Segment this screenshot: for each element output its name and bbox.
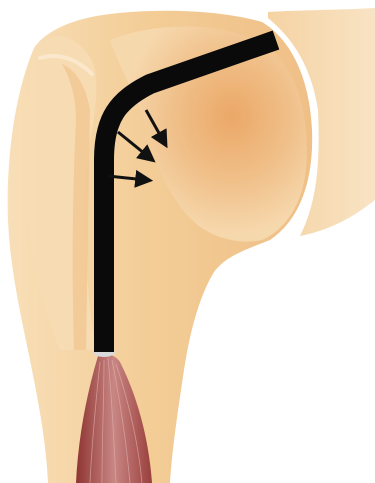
anatomy-illustration <box>0 0 375 483</box>
shoulder-diagram <box>0 0 375 483</box>
